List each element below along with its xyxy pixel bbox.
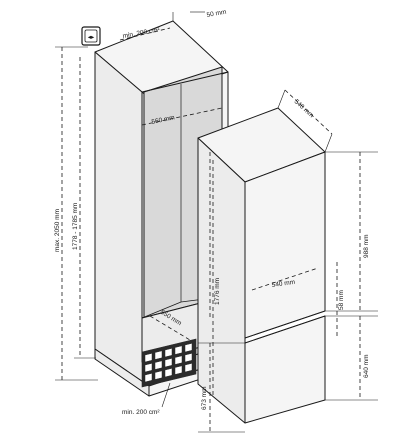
- dim-door-width: [251, 267, 319, 291]
- label-gap-top: 50 mm: [206, 9, 227, 19]
- vent-hole: [184, 362, 193, 373]
- vent-hole: [144, 372, 153, 383]
- vent-hole: [164, 367, 173, 378]
- appliance-left-face: [197, 137, 246, 424]
- label-lower-section-height: 673 mm: [201, 387, 208, 410]
- upper-door: [244, 151, 326, 339]
- dim-niche-depth: [149, 315, 191, 341]
- dim-appliance-depth: [284, 89, 333, 135]
- label-min-vent-bottom: min. 200 cm²: [122, 409, 160, 416]
- vent-hole: [164, 347, 173, 358]
- label-niche-width: 560 mm: [151, 114, 175, 126]
- vent-hole: [184, 342, 193, 353]
- vent-hole: [144, 362, 153, 373]
- svg-text:◂▸: ◂▸: [88, 34, 95, 41]
- label-door-width: 540 mm: [271, 279, 295, 289]
- label-upper-door-height: 988 mm: [363, 235, 370, 258]
- label-niche-height-range: 1778 - 1785 mm: [72, 203, 79, 250]
- vent-hole: [174, 355, 183, 365]
- vent-hole: [164, 357, 173, 368]
- vent-hole: [154, 350, 163, 360]
- niche-floor-edge: [141, 301, 182, 319]
- vent-hole: [144, 352, 153, 363]
- vent-hole: [154, 370, 163, 380]
- label-appliance-height: 1776 mm: [214, 278, 221, 305]
- vent-hole: [174, 365, 183, 375]
- label-lower-door-height: 640 mm: [363, 355, 370, 378]
- leader-bottom-vent: [161, 382, 171, 408]
- vent-hole: [174, 345, 183, 355]
- label-appliance-depth: 540 mm: [293, 98, 315, 119]
- vent-hole: [184, 352, 193, 363]
- door-gap-bottom: [244, 315, 326, 344]
- label-door-gap: 58 mm: [338, 290, 345, 310]
- niche-plinth-side: [94, 348, 150, 397]
- dimension-lines: [55, 11, 378, 433]
- niche-left-face: [94, 51, 150, 387]
- vent-icon: ◂▸: [81, 26, 101, 46]
- vent-hole: [154, 360, 163, 370]
- bottom-vent-grille: [141, 338, 197, 388]
- door-gap-top: [244, 310, 326, 339]
- appliance: [197, 107, 326, 424]
- label-niche-height-max: max. 2050 mm: [54, 209, 61, 252]
